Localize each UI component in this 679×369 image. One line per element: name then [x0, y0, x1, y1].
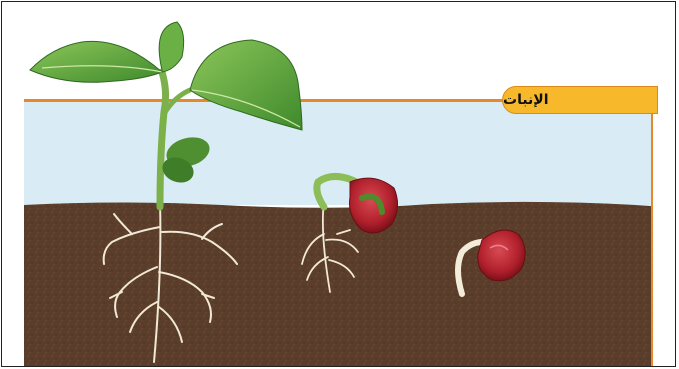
soil-band: [24, 202, 652, 367]
sky-band: [24, 101, 652, 205]
right-rule: [651, 114, 653, 367]
section-label-tab: الإنبات: [502, 86, 658, 114]
section-label: الإنبات: [503, 92, 549, 108]
